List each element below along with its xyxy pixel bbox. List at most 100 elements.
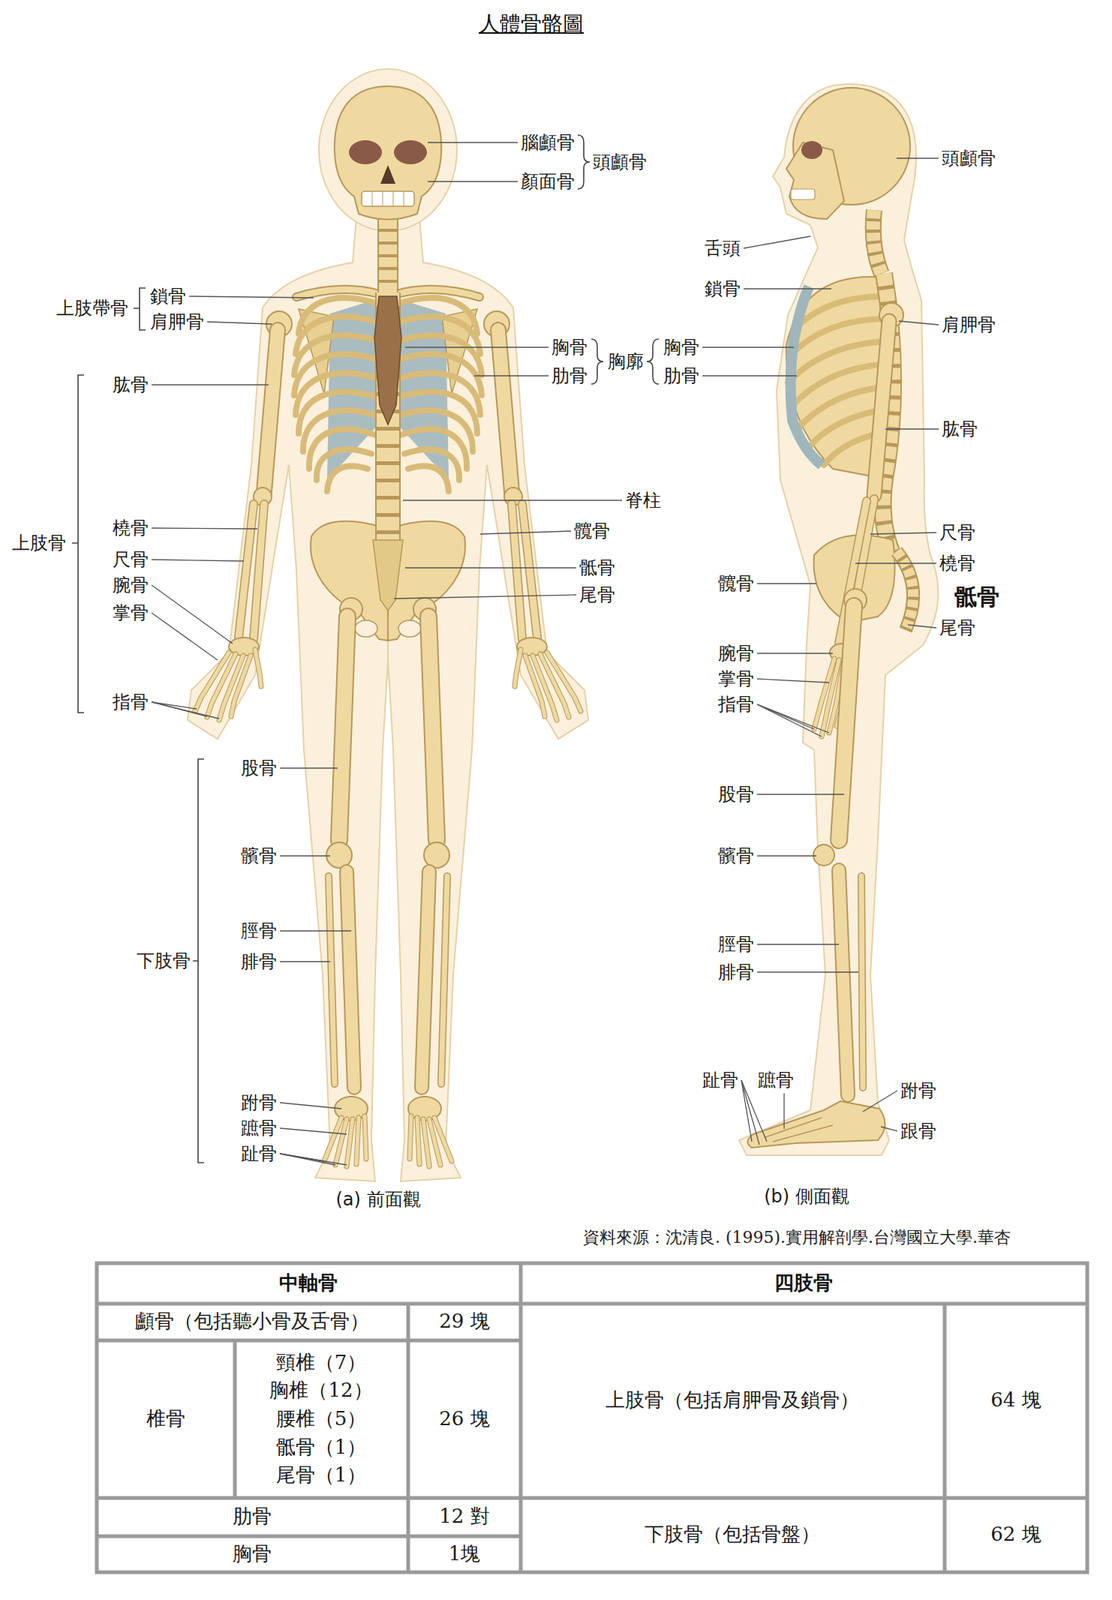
- leader-line: [427, 141, 518, 143]
- source-caption: 資料來源：沈清良. (1995).實用解剖學.台灣國立大學.華杏: [583, 1228, 1011, 1248]
- bone-label: 下肢骨: [136, 950, 191, 973]
- leader-line: [151, 702, 220, 719]
- bone-label: 髕骨: [718, 845, 755, 868]
- front-axial: [334, 86, 442, 611]
- bone-label: 鎖骨: [704, 278, 741, 301]
- leader-line: [783, 1093, 785, 1130]
- bone-label: 腓骨: [240, 951, 277, 974]
- leader-line: [757, 855, 817, 857]
- bone-label: (b) 側面觀: [763, 1186, 850, 1209]
- leader-line: [898, 321, 939, 325]
- bone-label: 腕骨: [112, 574, 149, 597]
- table-cell: 1塊: [448, 1542, 481, 1566]
- bone-label: 跗骨: [900, 1080, 937, 1103]
- bone-label: 胸廓: [607, 351, 644, 373]
- bone-label: 肩胛骨: [941, 314, 996, 337]
- bone-label: 尺骨: [939, 522, 976, 544]
- bone-label: 胸骨: [551, 336, 588, 359]
- table-cell: 顱骨（包括聽小骨及舌骨）: [135, 1310, 370, 1334]
- bone-label: 骶骨: [579, 557, 616, 580]
- bone-label: 尾骨: [579, 584, 616, 607]
- brace: [72, 135, 659, 1164]
- leader-line: [151, 559, 244, 562]
- leader-line: [393, 595, 577, 599]
- leader-line: [405, 567, 577, 569]
- leader-line: [279, 930, 352, 932]
- bone-label: 尺骨: [112, 549, 149, 572]
- table-cell: 62 塊: [990, 1523, 1041, 1547]
- bone-label: 股骨: [240, 757, 277, 780]
- bone-label: 腓骨: [718, 961, 755, 984]
- bone-label: 腦顱骨: [520, 132, 575, 154]
- leader-line: [151, 585, 233, 644]
- bone-label: 胸骨: [663, 336, 700, 359]
- bone-label: 舌頭: [704, 237, 741, 260]
- leader-line: [885, 428, 939, 430]
- table-cell: 29 塊: [438, 1310, 490, 1334]
- bone-label: 骶骨: [954, 583, 1000, 611]
- bone-label: 跗骨: [240, 1092, 277, 1115]
- table-cell: 下肢骨（包括骨盤）: [644, 1523, 821, 1547]
- table-cell: 尾骨（1）: [276, 1463, 367, 1488]
- leader-line: [279, 961, 331, 962]
- leader-line: [757, 793, 845, 795]
- bones-half: [195, 289, 388, 1167]
- bone-label: 尾骨: [939, 617, 976, 640]
- leader-line: [702, 346, 794, 348]
- table-cell: 椎骨: [146, 1407, 186, 1431]
- table-grid: [96, 1263, 1088, 1573]
- bone-label: 肱骨: [941, 418, 978, 441]
- title: 人體骨骼圖: [478, 11, 584, 37]
- leader-line: [279, 1128, 347, 1135]
- leader-line: [855, 562, 937, 564]
- bone-label: 上肢帶骨: [56, 297, 129, 320]
- body-outline: [187, 217, 388, 1182]
- bone-label: 肱骨: [112, 374, 149, 397]
- bones-half: [387, 289, 581, 1167]
- leader-line: [405, 346, 549, 348]
- head-outline: [318, 69, 457, 232]
- leader-line: [279, 1102, 342, 1109]
- leader-line: [151, 613, 218, 661]
- leader-line: [427, 180, 518, 182]
- leader-line: [757, 943, 839, 945]
- bone-label: 上肢骨: [12, 532, 67, 555]
- table-cell: 胸椎（12）: [269, 1379, 373, 1403]
- leader-line: [896, 157, 939, 159]
- bone-label: 頭顱骨: [592, 151, 647, 174]
- leader-line: [757, 971, 859, 973]
- bone-label: 髕骨: [240, 845, 277, 868]
- bone-label: 趾骨: [240, 1143, 277, 1166]
- leader-line: [402, 499, 623, 501]
- table-cell: 腰椎（5）: [276, 1407, 367, 1431]
- bone-label: 趾骨: [702, 1069, 739, 1092]
- leader-line: [743, 236, 811, 249]
- leader-line: [702, 375, 797, 376]
- leader-line: [474, 375, 549, 376]
- table-cell: 中軸骨: [279, 1271, 338, 1296]
- leader-line: [880, 1127, 898, 1132]
- bone-label: 脛骨: [240, 920, 277, 943]
- bone-label: 橈骨: [112, 517, 149, 540]
- leader-line: [480, 531, 572, 535]
- bone-label: 頭顱骨: [941, 147, 996, 170]
- bone-label: 跟骨: [900, 1121, 937, 1143]
- leader-line: [151, 528, 258, 529]
- side-skeleton: [739, 84, 938, 1156]
- body-outline: [387, 217, 589, 1182]
- table-cell: 上肢骨（包括肩胛骨及鎖骨）: [605, 1388, 860, 1413]
- bone-label: 髖骨: [574, 520, 611, 543]
- leader-line: [757, 679, 830, 683]
- leader-line: [279, 767, 338, 769]
- bone-label: 脊柱: [625, 489, 662, 512]
- leader-line: [757, 704, 830, 734]
- leader-line: [757, 652, 833, 654]
- leader-line: [743, 288, 832, 289]
- leader-line: [757, 704, 822, 737]
- leader-line: [741, 1080, 760, 1146]
- table-cell: 26 塊: [438, 1407, 490, 1431]
- leader-line: [279, 1154, 347, 1166]
